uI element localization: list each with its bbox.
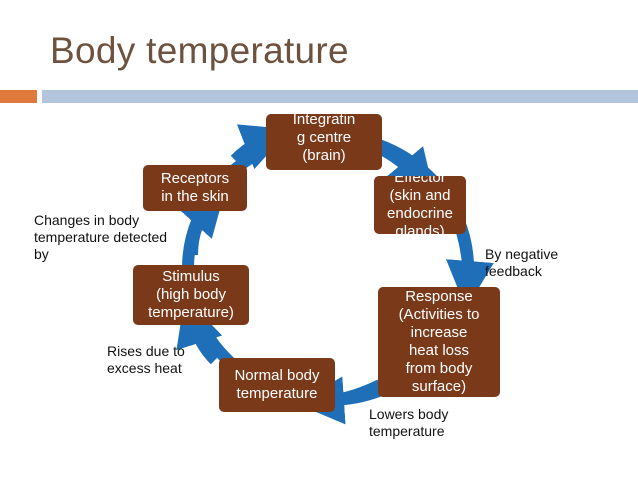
annotation-rises: Rises due to excess heat: [107, 343, 185, 376]
title-accent-bar: [0, 90, 37, 103]
node-response: Response (Activities to increase heat lo…: [378, 287, 500, 397]
annotation-lowers: Lowers body temperature: [369, 406, 449, 439]
arrow-to-response: [445, 230, 494, 309]
node-stimulus: Stimulus (high body temperature): [133, 265, 249, 325]
arrow-to-integrating: [230, 124, 291, 170]
annotation-negative-feedback: By negative feedback: [485, 246, 559, 279]
node-integrating-centre: Integratin g centre (brain): [266, 114, 382, 170]
slide-title: Body temperature: [50, 30, 349, 71]
node-normal-body-temperature: Normal body temperature: [219, 358, 335, 412]
node-effector: Effector (skin and endocrine glands): [374, 176, 466, 234]
annotation-detected-by: Changes in body temperature detected by: [34, 212, 168, 262]
node-receptors: Receptors in the skin: [143, 165, 247, 211]
title-rule-bar: [42, 90, 638, 103]
